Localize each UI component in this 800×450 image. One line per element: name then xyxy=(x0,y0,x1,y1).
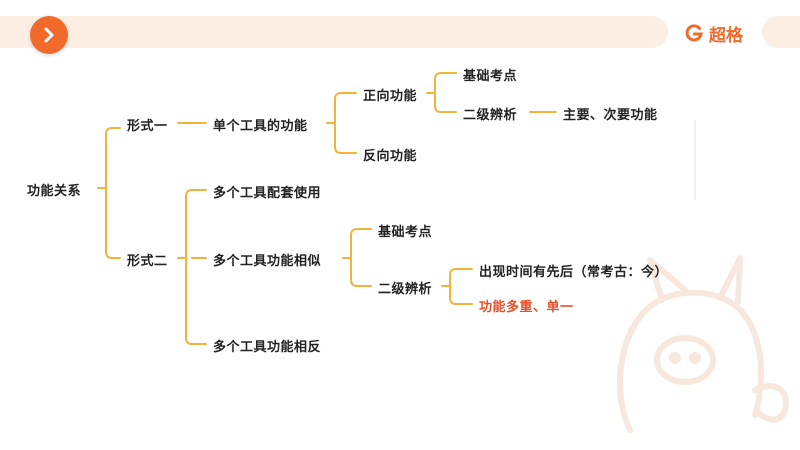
brand-logo: 超格 xyxy=(684,20,743,46)
node-similar-basic: 基础考点 xyxy=(378,225,433,240)
next-button[interactable] xyxy=(30,16,68,54)
top-banner xyxy=(0,16,668,48)
top-banner-end xyxy=(762,16,800,48)
brand-g-icon xyxy=(685,24,703,42)
right-divider xyxy=(694,120,696,200)
node-multi-single: 功能多重、单一 xyxy=(479,300,574,315)
node-main-secondary: 主要、次要功能 xyxy=(563,108,658,123)
node-positive-analysis: 二级辨析 xyxy=(463,108,518,123)
line-form2-bracket xyxy=(185,189,193,345)
node-root: 功能关系 xyxy=(27,184,82,199)
node-multi-opposite: 多个工具功能相反 xyxy=(213,340,322,355)
node-time-order: 出现时间有先后（常考古：今） xyxy=(479,265,669,280)
line-child2b-bracket xyxy=(449,268,457,305)
line-root-bracket xyxy=(105,127,113,259)
node-positive-basic: 基础考点 xyxy=(463,69,518,84)
node-form2: 形式二 xyxy=(127,254,168,269)
line-child-bracket xyxy=(334,92,342,154)
mascot-watermark xyxy=(617,255,789,433)
brand-name: 超格 xyxy=(709,25,743,46)
line-positive-bracket xyxy=(434,72,442,113)
node-form1: 形式一 xyxy=(127,119,168,134)
line-child2-bracket xyxy=(350,228,358,287)
node-multi-matching: 多个工具配套使用 xyxy=(213,186,322,201)
node-positive: 正向功能 xyxy=(363,89,418,104)
node-single-tool: 单个工具的功能 xyxy=(213,119,308,134)
chevron-right-icon xyxy=(44,27,54,43)
node-multi-similar: 多个工具功能相似 xyxy=(213,254,322,269)
node-similar-analysis: 二级辨析 xyxy=(378,282,433,297)
node-negative: 反向功能 xyxy=(363,149,418,164)
